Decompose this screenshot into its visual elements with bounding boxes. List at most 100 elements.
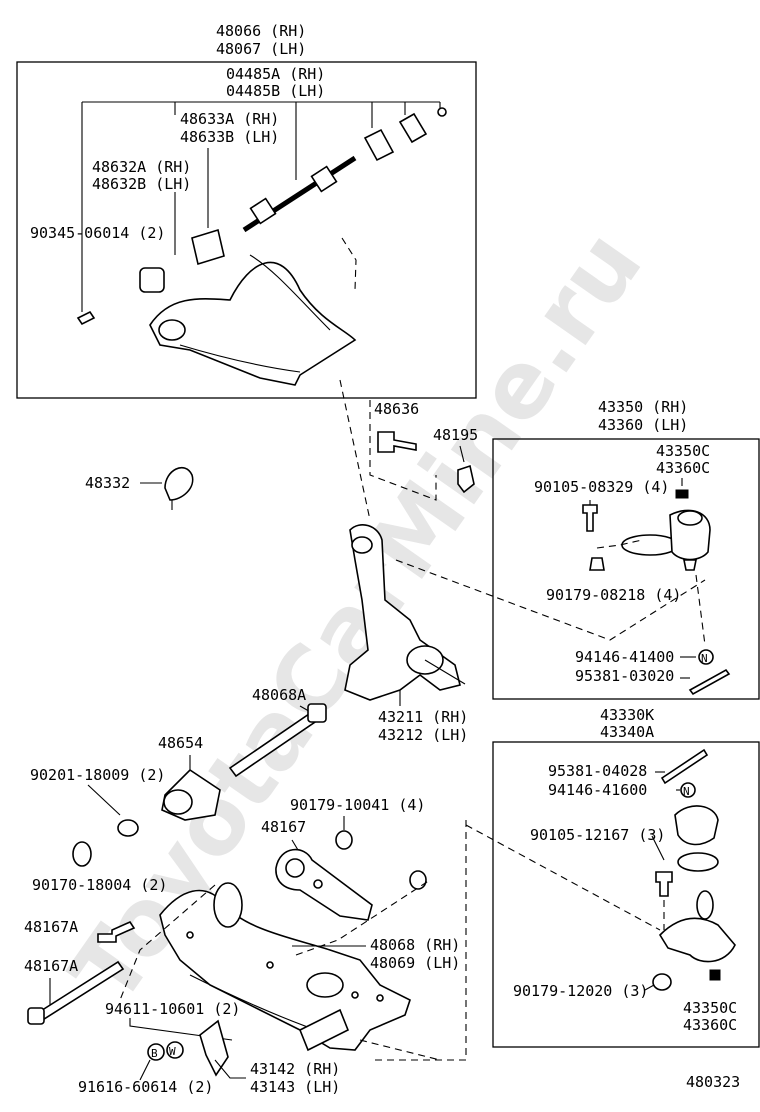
- lower-arm-ball-seat: [306, 972, 344, 998]
- dash-bj1: [596, 539, 643, 549]
- label-48067: 48067 (LH): [216, 40, 306, 58]
- nut-badge-n2: N: [680, 782, 696, 798]
- nut-small: [437, 107, 447, 117]
- bolt-90105-12167: [655, 871, 673, 897]
- label-94611: 94611-10601 (2): [105, 1000, 240, 1018]
- label-48167A-1: 48167A: [24, 918, 78, 936]
- bushing-small-1: [363, 128, 395, 162]
- label-90105-12167: 90105-12167 (3): [530, 826, 665, 844]
- label-91616: 91616-60614 (2): [78, 1078, 213, 1096]
- bushing-small-2: [398, 112, 428, 144]
- dash-lower-1: [119, 884, 216, 1001]
- dash-lower-4: [359, 1039, 441, 1061]
- lower-arm-eye: [213, 882, 243, 928]
- bolt-48068A-head: [307, 703, 327, 723]
- label-43211: 43211 (RH): [378, 708, 468, 726]
- lower-arm-hole-2: [266, 961, 274, 969]
- svg-text:N: N: [701, 652, 708, 665]
- label-43360C-b: 43360C: [683, 1016, 737, 1034]
- nut-badge-n1: N: [698, 649, 714, 665]
- dash-bj2: [695, 574, 706, 646]
- label-90179-12020: 90179-12020 (3): [513, 982, 648, 1000]
- diagram-number: 480323: [686, 1073, 740, 1091]
- upper-ball-joint-box: [492, 438, 760, 700]
- label-43350: 43350 (RH): [598, 398, 688, 416]
- bushing-48654-face: [163, 789, 193, 815]
- dust-boot: [674, 805, 719, 846]
- label-48636: 48636: [374, 400, 419, 418]
- label-43360C: 43360C: [656, 459, 710, 477]
- label-43212: 43212 (LH): [378, 726, 468, 744]
- cotter-pin-95381-03020: [688, 668, 731, 696]
- leader-91616: [139, 1059, 151, 1081]
- dash-upper-1: [341, 237, 357, 291]
- label-48068: 48068 (RH): [370, 936, 460, 954]
- bolt-48167A-1: [97, 920, 136, 943]
- knuckle-top-eye: [351, 536, 373, 554]
- dash-knuckle-bj: [395, 559, 706, 641]
- lower-ball-joint-box: [492, 741, 760, 1048]
- upper-arm-eye: [158, 319, 186, 341]
- shaft-block-1: [249, 197, 277, 225]
- label-90201: 90201-18009 (2): [30, 766, 165, 784]
- label-90170: 90170-18004 (2): [32, 876, 167, 894]
- upper-arm-box: [16, 61, 477, 399]
- label-04485B: 04485B (LH): [226, 82, 325, 100]
- strut-bar-hole-1: [285, 858, 305, 878]
- lower-ball-joint-top: [696, 890, 714, 920]
- dash-lower-2: [295, 879, 431, 956]
- leader-48167: [291, 839, 299, 851]
- bracket-43142: [298, 1008, 350, 1052]
- label-94146-41400: 94146-41400: [575, 648, 674, 666]
- bolt-48167A-2-head: [27, 1007, 45, 1025]
- ball-joint-flange: [621, 534, 679, 556]
- label-48069: 48069 (LH): [370, 954, 460, 972]
- svg-text:N: N: [683, 785, 690, 798]
- bumper-48332: [164, 466, 194, 501]
- bolt-90105-08329: [582, 504, 598, 532]
- label-90179-08218: 90179-08218 (4): [546, 586, 681, 604]
- ball-joint-top: [677, 510, 703, 526]
- upper-ball-joint-group: 43350 (RH) 43360 (LH) 43350C 43360C 9010…: [492, 398, 760, 700]
- cap-43350C-b: [709, 969, 721, 981]
- bushing-48632: [139, 267, 165, 293]
- washer-badge-w: W: [166, 1041, 184, 1059]
- label-48167A-2: 48167A: [24, 957, 78, 975]
- label-48332: 48332: [85, 474, 130, 492]
- upper-arm-group: 48066 (RH) 48067 (LH) 04485A (RH) 04485B…: [16, 22, 477, 399]
- cap-43350C: [675, 489, 689, 499]
- bolt-90345: [76, 310, 96, 326]
- shaft-block-2: [310, 165, 338, 193]
- lower-arm-hole-4: [376, 994, 384, 1002]
- leader-48195: [459, 445, 465, 463]
- leader-90179-12020: [644, 984, 655, 991]
- nut-90179-08218: [589, 557, 605, 571]
- leader-90201: [87, 784, 121, 816]
- svg-text:B: B: [151, 1047, 158, 1060]
- dash-upper-2: [339, 379, 371, 521]
- label-43330K: 43330K: [600, 706, 654, 724]
- leader-90105-12167: [651, 835, 665, 861]
- label-48632A: 48632A (RH): [92, 158, 191, 176]
- lower-arm-hole-1: [186, 931, 194, 939]
- washer-90201: [117, 819, 139, 837]
- dash-lower-3: [370, 820, 467, 1061]
- label-94146-41600: 94146-41600: [548, 781, 647, 799]
- nut-90179-10041-a: [335, 830, 353, 850]
- leader-94611: [129, 1018, 233, 1041]
- leader-43142: [214, 1059, 246, 1079]
- label-48632B: 48632B (LH): [92, 175, 191, 193]
- label-48633B: 48633B (LH): [180, 128, 279, 146]
- bushing-48633: [191, 228, 225, 266]
- dash-upper-3: [369, 400, 437, 501]
- label-48068A: 48068A: [252, 686, 306, 704]
- dash-lbj-knuckle: [465, 824, 661, 931]
- label-95381-03020: 95381-03020: [575, 667, 674, 685]
- label-48195: 48195: [433, 426, 478, 444]
- nut-90170: [72, 841, 92, 867]
- bolt-48636: [377, 431, 417, 453]
- label-95381-04028: 95381-04028: [548, 762, 647, 780]
- label-48066: 48066 (RH): [216, 22, 306, 40]
- label-48654: 48654: [158, 734, 203, 752]
- label-43340A: 43340A: [600, 723, 654, 741]
